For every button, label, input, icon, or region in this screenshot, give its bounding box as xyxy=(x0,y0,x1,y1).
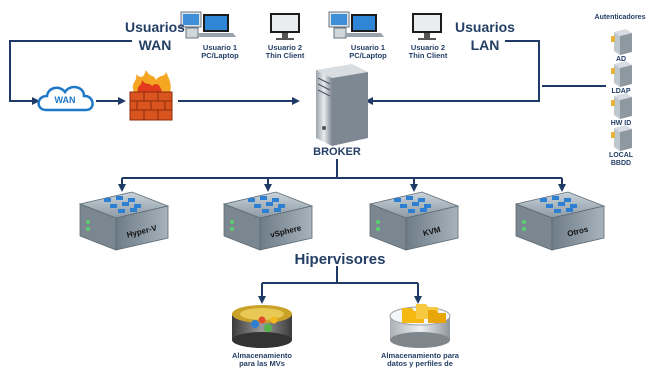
authenticator-hwid-icon xyxy=(611,93,632,119)
hypervisors-title: Hipervisores xyxy=(294,251,386,268)
connector-lines xyxy=(9,40,606,304)
authenticators-title: Autenticadores xyxy=(594,14,646,21)
lan-users-to-broker-line xyxy=(365,40,540,105)
wan-cloud-icon xyxy=(37,85,94,112)
lan-users-title-line2: LAN xyxy=(470,37,500,54)
storage-data-profiles-icon xyxy=(389,304,451,348)
authenticator-ldap-icon xyxy=(611,61,632,87)
hypervisor-hyperv-icon xyxy=(78,191,170,251)
wan-thin-client-icon xyxy=(270,13,300,40)
firewall-icon xyxy=(129,70,173,121)
lan-users-title-line1: Usuarios xyxy=(455,19,515,35)
authenticator-hwid-label: HW ID xyxy=(610,120,632,127)
lan-users-title: Usuarios LAN xyxy=(450,19,520,54)
wan-users-to-cloud-line xyxy=(9,40,132,105)
lan-thin-client-icon xyxy=(412,13,442,40)
authenticator-local-icon xyxy=(611,125,632,151)
broker-label: BROKER xyxy=(313,146,361,158)
authenticator-ldap-label: LDAP xyxy=(611,88,631,95)
broker-server-icon xyxy=(316,64,368,146)
authenticator-ad-label: AD xyxy=(615,56,627,63)
authenticator-ad-icon xyxy=(611,29,632,55)
wan-users-title-line2: WAN xyxy=(138,37,172,54)
hypervisor-kvm-icon xyxy=(368,191,460,251)
lan-pc-laptop-icon xyxy=(328,11,384,39)
hypervisor-vsphere-icon xyxy=(222,191,314,251)
wan-cloud-label: WAN xyxy=(54,95,76,105)
wan-pc-laptop-icon xyxy=(180,11,236,39)
storage-vms-icon xyxy=(232,305,292,348)
wan-users-title: Usuarios WAN xyxy=(120,19,190,54)
wan-users-title-line1: Usuarios xyxy=(125,19,185,35)
hypervisor-otros-icon xyxy=(514,191,606,251)
